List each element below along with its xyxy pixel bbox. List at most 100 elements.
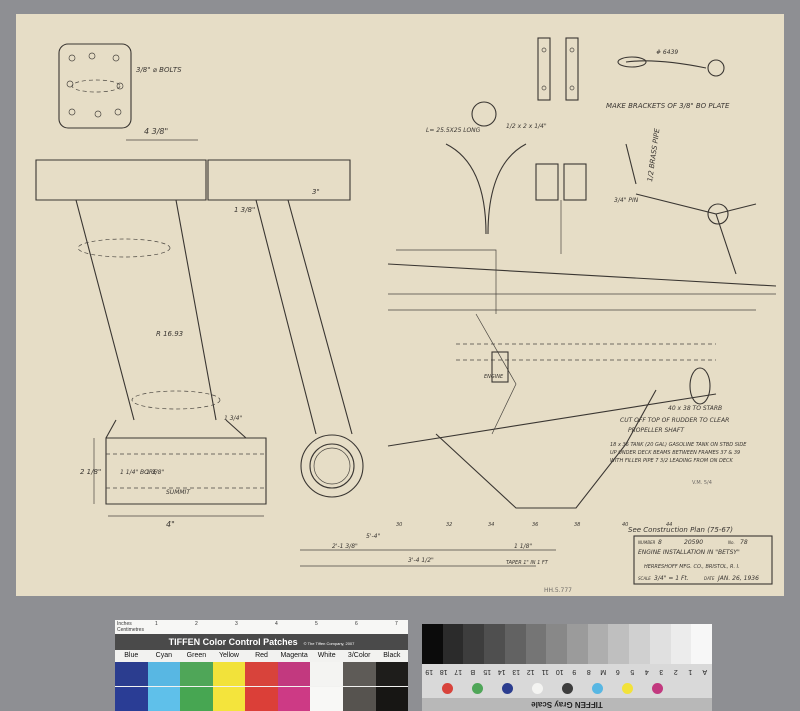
gray-step-number: 9 <box>572 668 577 675</box>
dim-depth: 3" <box>312 188 320 196</box>
gray-step <box>691 624 713 664</box>
gray-step-number: 12 <box>526 668 535 675</box>
date-value: JAN. 26, 1936 <box>717 575 759 582</box>
strut-hub <box>105 437 267 505</box>
keel-line <box>387 393 717 447</box>
engine-drawing: 3/8" ⌀ BOLTS 4 3/8" R 16.93 2 1/8" 1 1/4… <box>35 37 777 594</box>
color-control-card: Inches Centimetres 1 2 3 4 5 6 7 TIFFEN … <box>115 620 409 711</box>
color-patch <box>180 662 213 686</box>
frame-numbers: 30 32 34 36 38 40 44 <box>396 522 672 528</box>
tank-note-2: UP UNDER DECK BEAMS BETWEEN FRAMES 37 & … <box>610 450 740 456</box>
copyright-text: © The Tiffen Company, 2007 <box>303 641 355 646</box>
lower-pivot <box>707 203 729 225</box>
gray-step-number: 6 <box>615 668 620 675</box>
gray-step <box>442 624 464 664</box>
hub-end-bore <box>313 447 351 485</box>
color-patch <box>180 687 213 711</box>
brass-note: 1/2 BRASS PIPE <box>646 127 661 182</box>
ruler-tick: 4 <box>275 621 278 627</box>
shaft-dim: TAPER 1" IN 1 FT <box>506 560 549 566</box>
bolt-plate <box>58 43 132 129</box>
gray-step-number: 17 <box>454 668 463 675</box>
gray-step <box>504 624 526 664</box>
prop-note: 40 x 38 TO STARB <box>668 405 722 412</box>
gray-step-number: 15 <box>483 668 492 675</box>
shaft-dim: 3'-4 1/2" <box>408 557 434 564</box>
frame-number: 44 <box>666 522 672 528</box>
pencil-note: V.M. 5/4 <box>692 480 712 486</box>
calibration-targets: Inches Centimetres 1 2 3 4 5 6 7 TIFFEN … <box>0 600 800 711</box>
gray-step-number: 19 <box>425 668 434 675</box>
cut-note-2: PROPELLER SHAFT <box>628 427 685 434</box>
patch-label: Magenta <box>280 652 308 659</box>
scale-label: SCALE <box>638 576 651 581</box>
brand-text: TIFFEN Color Control Patches <box>168 637 298 647</box>
color-patch <box>212 662 246 686</box>
shaft-dim: 1 1/8" <box>514 543 532 550</box>
shaft-dim: 5'-4" <box>366 533 380 540</box>
gray-step-number: 8 <box>586 668 591 675</box>
gray-scale-brand: TIFFEN Gray Scale <box>422 698 712 711</box>
patch-label: Yellow <box>218 652 239 659</box>
dim-small: 1 3/4" <box>224 415 242 422</box>
color-patch <box>115 662 148 686</box>
drawing-title: ENGINE INSTALLATION IN "BETSY" <box>638 549 740 556</box>
gray-step <box>587 624 609 664</box>
gray-step <box>629 624 650 664</box>
color-dot <box>622 683 633 694</box>
gray-step <box>525 624 547 664</box>
gray-color-dots <box>422 678 712 698</box>
color-patch <box>375 687 409 711</box>
color-patch <box>342 687 376 711</box>
patch-label: Red <box>255 652 268 659</box>
ruler-tick: 5 <box>315 621 318 627</box>
gray-step-number: M <box>600 668 607 675</box>
color-patch <box>310 687 343 711</box>
scale-value: 3/4" = 1 Ft. <box>654 575 689 582</box>
frame-number: 32 <box>446 522 452 528</box>
frame-number: 34 <box>488 522 494 528</box>
frame-number: 40 <box>622 522 628 528</box>
gray-step-number: A <box>702 668 708 675</box>
shaft-dim: 2'-1 3/8" <box>332 543 358 550</box>
ruler-tick: 2 <box>195 621 198 627</box>
gray-step-number: 1 <box>688 668 693 675</box>
gray-step <box>608 624 630 664</box>
gray-step <box>567 624 588 664</box>
patch-labels: Blue Cyan Green Yellow Red Magenta White… <box>115 650 408 661</box>
color-patch <box>277 687 311 711</box>
color-dot <box>502 683 513 694</box>
strut-side-flange <box>207 159 351 201</box>
archive-mark: HH.5.777 <box>544 587 572 594</box>
patch-label: Black <box>383 652 401 659</box>
gray-step-number: 4 <box>644 668 649 675</box>
dim-bottom-width: 4" <box>166 520 175 529</box>
strut-section-lower <box>131 390 221 410</box>
frame-number: 30 <box>396 522 402 528</box>
propeller <box>689 367 711 405</box>
frame-number: 36 <box>532 522 538 528</box>
color-dot <box>532 683 543 694</box>
number-value: 8 <box>658 539 662 546</box>
gray-step-number: B <box>470 668 476 675</box>
pipe-note: L= 25.5X25 LONG <box>426 127 481 134</box>
patch-row-lower <box>115 687 409 711</box>
gray-step <box>463 624 485 664</box>
color-dot <box>442 683 453 694</box>
cabin-outline <box>396 249 497 314</box>
color-card-brand: TIFFEN Color Control Patches © The Tiffen… <box>115 634 408 650</box>
pipe-size: 1/2 x 2 x 1/4" <box>506 123 547 130</box>
bracket-pivot <box>707 59 725 77</box>
gray-step-number: 5 <box>630 668 635 675</box>
hub-fillets <box>105 419 247 439</box>
lower-arms <box>635 193 757 275</box>
color-dot <box>472 683 483 694</box>
ruler-label: Centimetres <box>117 627 144 633</box>
strut-side-web <box>255 199 353 435</box>
color-patch <box>147 662 181 686</box>
bolt-holes <box>66 52 124 118</box>
summit-label: SUMMIT <box>166 489 191 496</box>
dim-hub-height: 2 1/8" <box>80 468 101 476</box>
color-patch <box>245 687 278 711</box>
